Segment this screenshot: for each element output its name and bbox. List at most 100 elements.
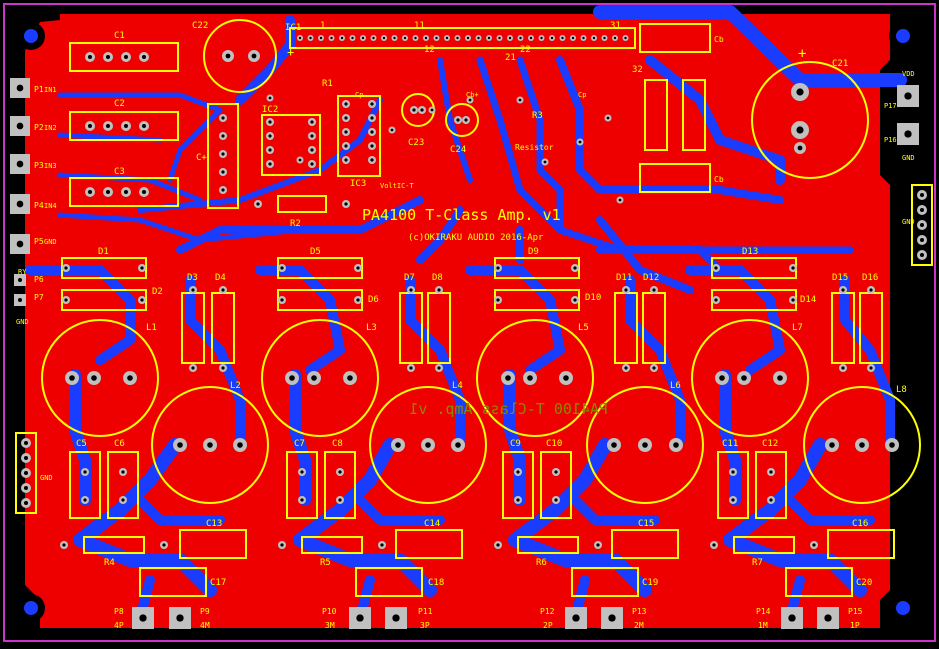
d6-label: D6: [368, 295, 379, 305]
pad-ic1-7-hole: [372, 36, 375, 40]
pad-vdd-hole: [904, 92, 912, 100]
pad-ic1-12-hole: [424, 36, 428, 40]
pad-gnd-header-1-hole: [24, 456, 28, 460]
copper-pour: [25, 14, 890, 628]
pad-c1-2-hole: [124, 55, 128, 59]
pad-inductor-21-hole: [829, 442, 835, 448]
pad-cap-top-2-hole: [300, 470, 304, 474]
pad-inductor-20-hole: [777, 375, 783, 381]
p12-label: P12: [540, 607, 555, 616]
pad-diode-h-10-hole: [496, 298, 500, 302]
pad-ic1-24-hole: [550, 36, 554, 40]
pad-inductor-19-hole: [741, 375, 747, 381]
board-title: PA4100 T-Class Amp. v1: [362, 206, 561, 224]
d8-label: D8: [432, 273, 443, 283]
pad-diode-h-13-hole: [791, 266, 795, 270]
pad-cap-bot-5-hole: [554, 498, 558, 502]
c24-label: C24: [450, 145, 466, 155]
pad-ic1-3-hole: [330, 36, 333, 40]
pad-ic1-4-hole: [340, 36, 344, 40]
ic1-pin31: 31: [610, 21, 621, 31]
c11-label: C11: [722, 439, 738, 449]
via-5-hole: [298, 158, 302, 162]
pad-ic1-19-hole: [498, 36, 501, 40]
pad-inductor-16-hole: [642, 442, 648, 448]
pad-inductor-9-hole: [395, 442, 401, 448]
gnd-label-2: GND: [16, 318, 29, 326]
pad-ic3-a4-hole: [344, 158, 348, 162]
via-7-hole: [578, 140, 582, 144]
pad-ic1-2-hole: [319, 36, 323, 40]
pad-c3-2-hole: [124, 190, 128, 194]
pad-ic3-a1-hole: [344, 116, 348, 120]
d3-label: D3: [187, 273, 198, 283]
pad-diode-v-top-4-hole: [624, 288, 628, 292]
pad-diode-v-bot-0-hole: [191, 366, 195, 370]
pad-inductor-3-hole: [177, 442, 183, 448]
d11-label: D11: [616, 273, 632, 283]
c19-label: C19: [642, 578, 658, 588]
pad-speaker-4-hole: [572, 614, 580, 622]
pad-ic1-14-hole: [445, 36, 449, 40]
c13-label: C13: [206, 519, 222, 529]
pad-diode-v-bot-4-hole: [624, 366, 628, 370]
p3-label: P3: [34, 161, 44, 170]
l4-label: L4: [452, 381, 463, 391]
pad-c24-b-hole: [464, 118, 468, 122]
pad-ic1-10-hole: [403, 36, 407, 40]
pad-ic1-8-hole: [382, 36, 386, 40]
pad-diode-v-top-2-hole: [409, 288, 413, 292]
d14-label: D14: [800, 295, 816, 305]
l7-label: L7: [792, 323, 803, 333]
pad-right-header-3-hole: [920, 238, 924, 242]
ic3-label: IC3: [350, 179, 366, 189]
pad-diode-v-bot-7-hole: [869, 366, 873, 370]
pad-ic3-b1-hole: [370, 116, 374, 120]
cbp-label: Cb+: [466, 91, 479, 99]
pad-ry-hole: [18, 278, 22, 282]
pad-c1-0-hole: [88, 55, 92, 59]
pad-ic1-1-hole: [309, 36, 312, 40]
pad-diode-h-12-hole: [714, 266, 718, 270]
d15-label: D15: [832, 273, 848, 283]
pad-ic2-b1-hole: [310, 134, 314, 138]
p15-label: P15: [848, 607, 863, 616]
p5-label: P5: [34, 237, 44, 246]
c10-label: C10: [546, 439, 562, 449]
pad-diode-h-5-hole: [356, 266, 360, 270]
cplus-label: C+: [196, 153, 207, 163]
pad-conn-left-2-hole: [16, 160, 24, 168]
pad-right-header-1-hole: [920, 208, 924, 212]
d12-label: D12: [643, 273, 659, 283]
pad-c21-a-hole: [796, 88, 804, 96]
c21-label: C21: [832, 59, 848, 69]
p13-label: P13: [632, 607, 647, 616]
p8-net: 4P: [114, 621, 124, 630]
pad-diode-h-4-hole: [280, 266, 284, 270]
pad-right-header-0-hole: [920, 193, 924, 197]
l6-label: L6: [670, 381, 681, 391]
pad-ic2-b0-hole: [310, 120, 314, 124]
pad-diode-v-top-7-hole: [869, 288, 873, 292]
c20-label: C20: [856, 578, 872, 588]
pad-diode-v-bot-6-hole: [841, 366, 845, 370]
pad-ic1-29-hole: [603, 36, 606, 40]
pad-diode-h-2-hole: [64, 298, 68, 302]
p13-net: 2M: [634, 621, 644, 630]
pad-diode-v-top-5-hole: [652, 288, 656, 292]
l3-label: L3: [366, 323, 377, 333]
ic2-label: IC2: [262, 105, 278, 115]
pad-cplus-3-hole: [221, 170, 225, 174]
in3-label: IN3: [44, 162, 57, 170]
cb-label-2: Cb: [714, 175, 724, 184]
in2-label: IN2: [44, 124, 57, 132]
pad-inductor-15-hole: [611, 442, 617, 448]
pad-c22-a-hole: [225, 53, 231, 59]
pad-speaker-7-hole: [824, 614, 832, 622]
board-copyright: (c)OKIRAKU AUDIO 2016-Apr: [408, 233, 544, 243]
plus-mark-c22: +: [287, 45, 294, 59]
pad-cap-top-1-hole: [121, 470, 125, 474]
pad-cplus-1-hole: [221, 134, 225, 138]
pad-inductor-2-hole: [127, 375, 133, 381]
pad-ic2-a2-hole: [268, 148, 272, 152]
